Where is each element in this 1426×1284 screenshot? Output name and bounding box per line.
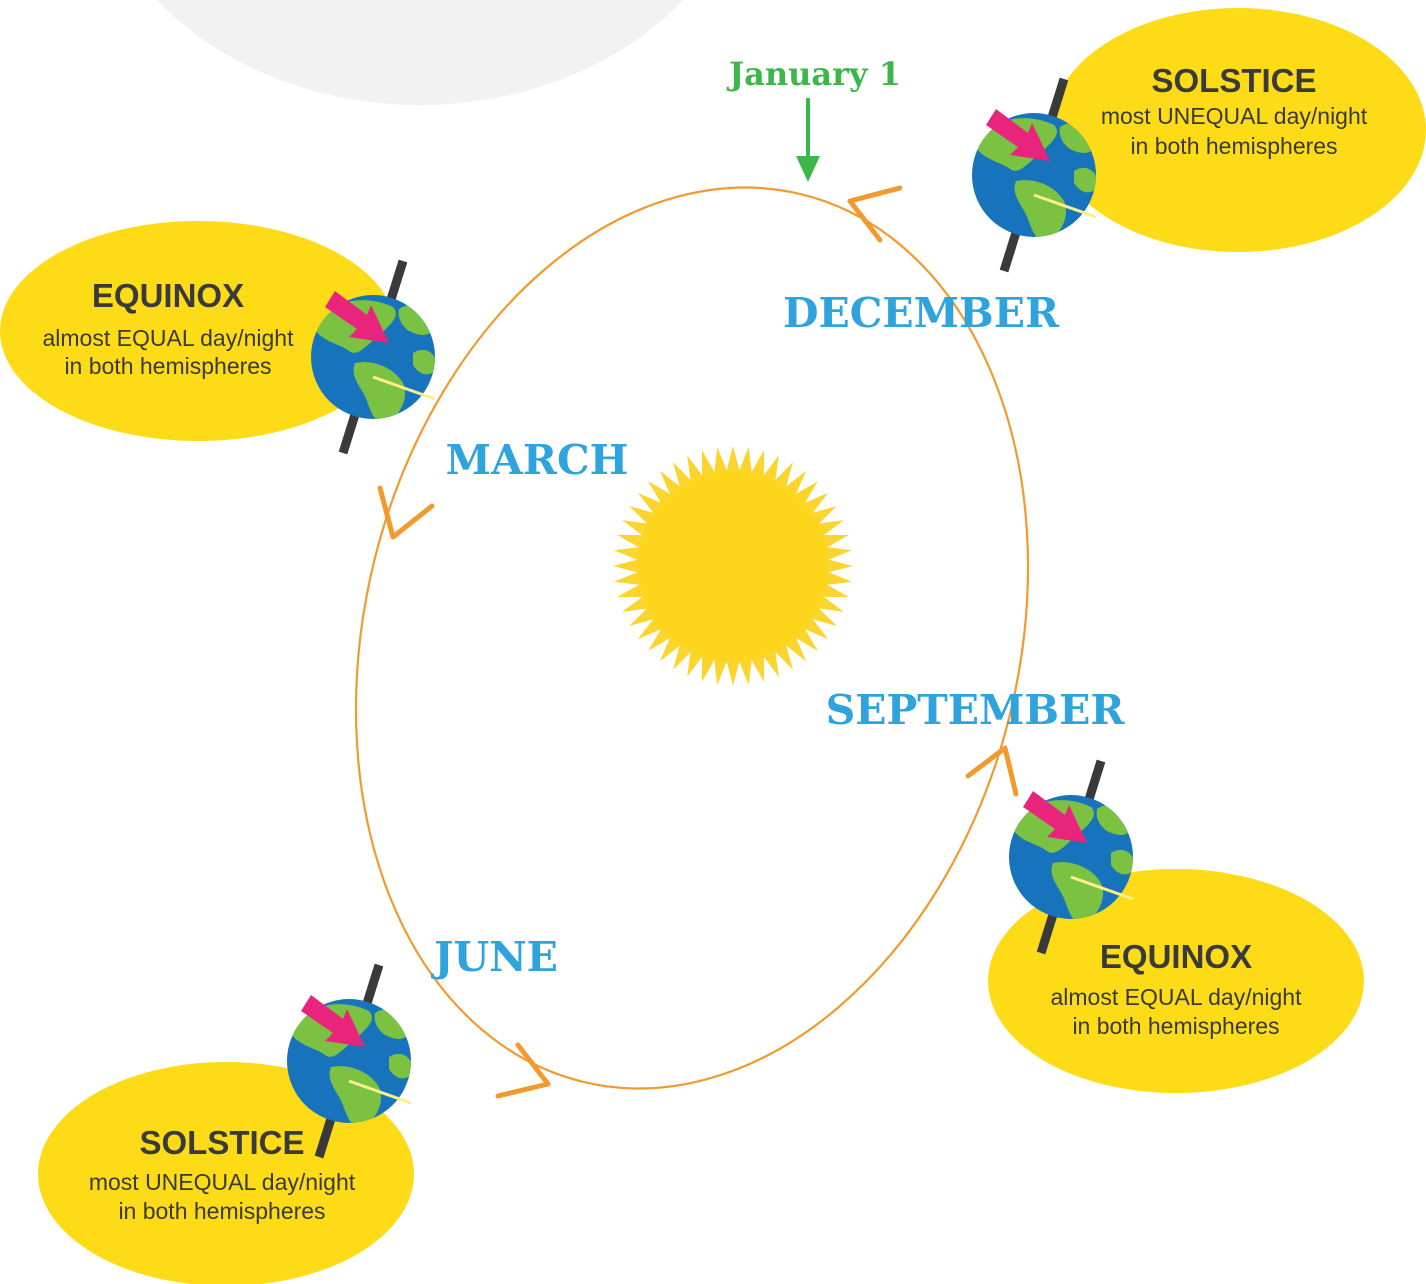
solstice-bottom-bubble <box>38 1062 414 1284</box>
orbit-direction-arrow-icon <box>965 745 1019 797</box>
solstice-bottom-title: SOLSTICE <box>139 1124 304 1161</box>
solstice-bottom-line2: in both hemispheres <box>118 1198 325 1224</box>
down-arrow-head <box>796 156 820 182</box>
orbit-path <box>354 186 1030 1090</box>
solstice-top-title: SOLSTICE <box>1151 62 1316 99</box>
month-label-december: DECEMBER <box>783 289 1060 337</box>
january-1-label: January 1 <box>726 55 901 93</box>
month-label-september: SEPTEMBER <box>826 686 1126 734</box>
equinox-right-bubble <box>988 869 1364 1093</box>
equinox-right-line1: almost EQUAL day/night <box>1051 984 1303 1010</box>
equinox-right-title: EQUINOX <box>1100 938 1252 975</box>
equinox-left-line2: in both hemispheres <box>64 353 271 379</box>
equinox-right-line2: in both hemispheres <box>1072 1013 1279 1039</box>
orbit-direction-arrow-icon <box>377 485 435 540</box>
month-label-march: MARCH <box>446 436 629 484</box>
equinox-left-title: EQUINOX <box>92 277 244 314</box>
solstice-top-line1: most UNEQUAL day/night <box>1101 103 1368 129</box>
orbit-direction-arrow-icon <box>847 185 903 243</box>
equinox-left-line1: almost EQUAL day/night <box>43 325 295 351</box>
solstice-top-line2: in both hemispheres <box>1130 133 1337 159</box>
background-shape <box>157 0 683 105</box>
orbit-direction-arrow-icon <box>495 1042 551 1099</box>
solstice-top-bubble <box>1050 8 1426 252</box>
month-label-june: JUNE <box>431 933 558 981</box>
solstice-bottom-line1: most UNEQUAL day/night <box>89 1169 356 1195</box>
sun-icon <box>613 446 853 686</box>
equinox-left-bubble <box>0 221 396 441</box>
